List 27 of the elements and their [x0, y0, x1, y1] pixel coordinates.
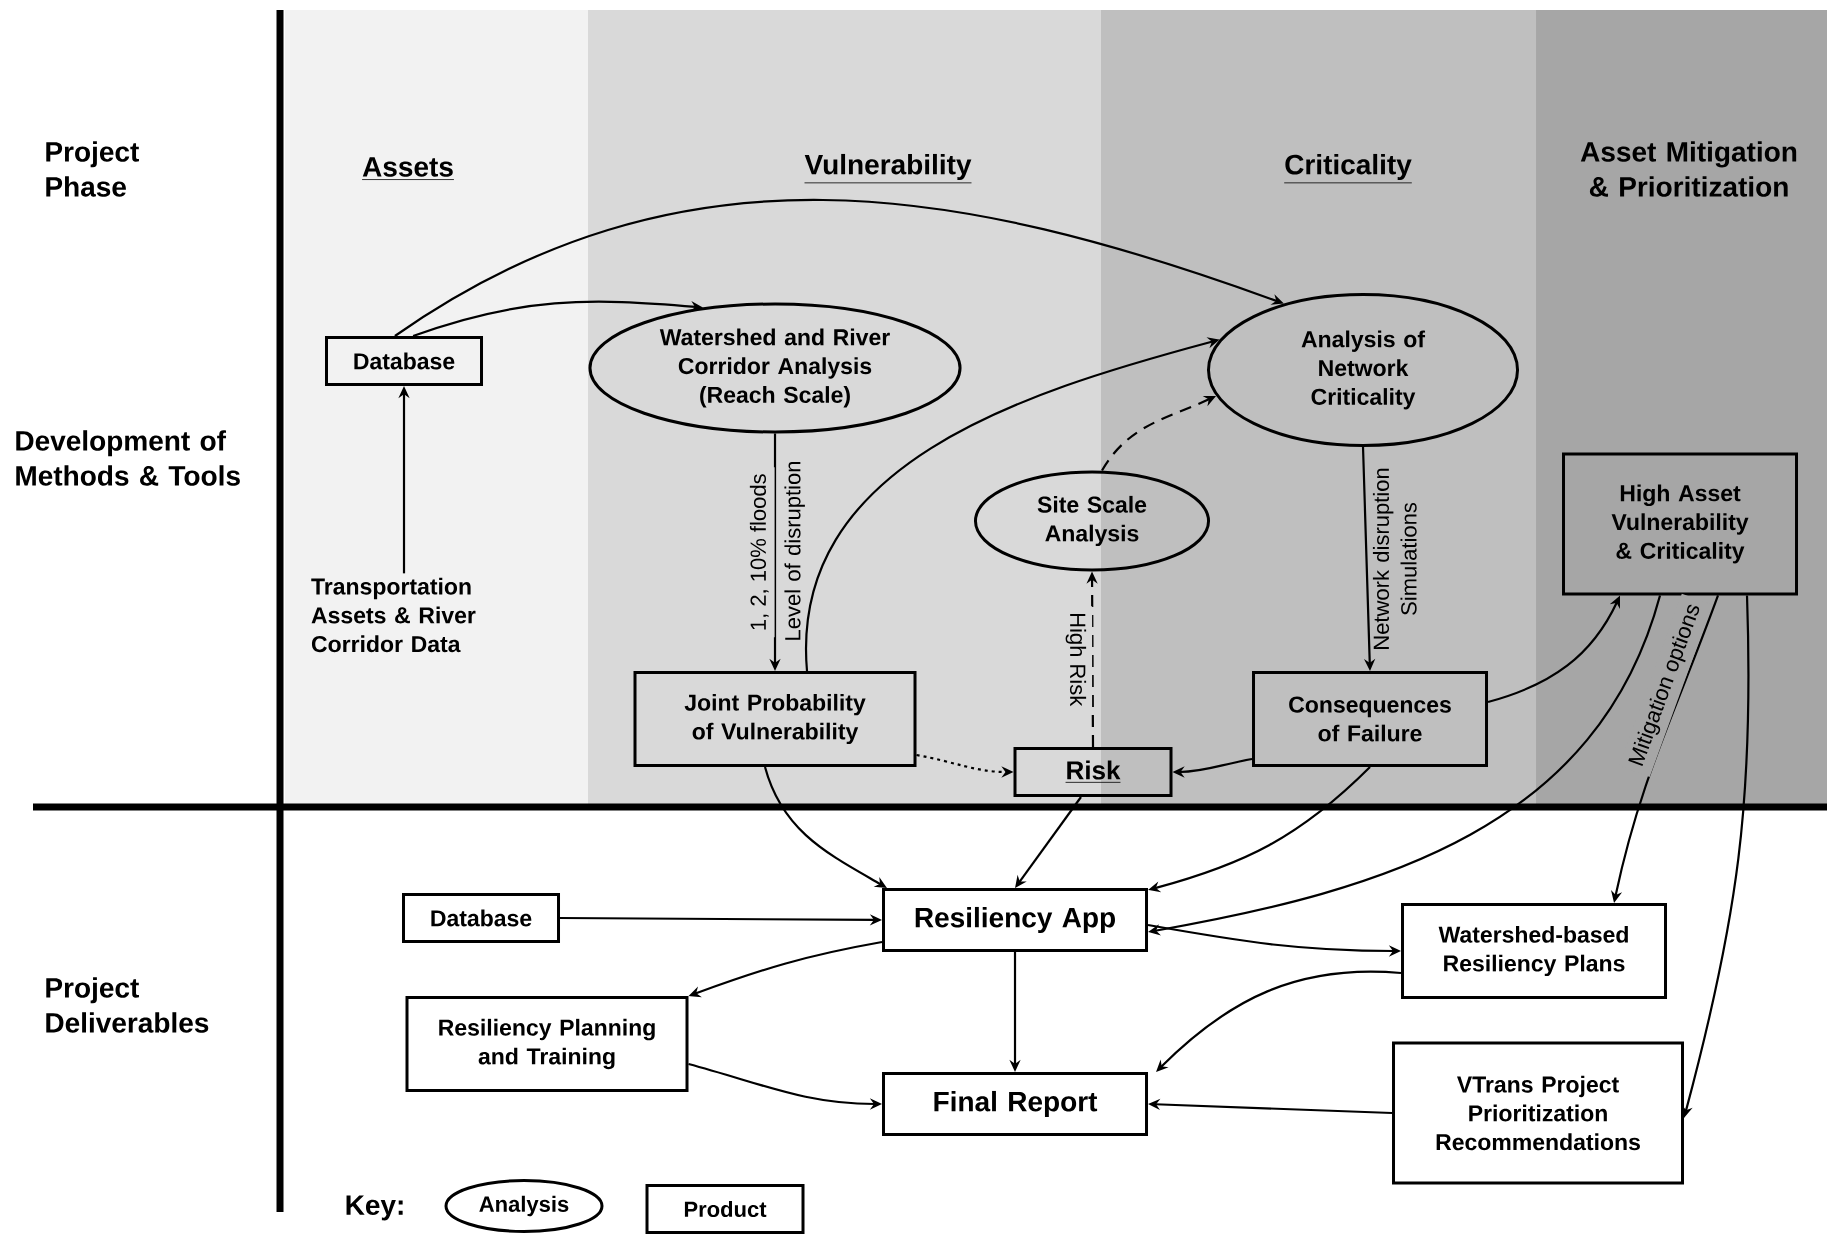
annotation-text: Level of disruption — [784, 462, 805, 640]
process-box: Watershed-based Resiliency Plans — [1401, 903, 1667, 999]
edge-label: High Risk — [1059, 606, 1093, 713]
row-heading: Project Deliverables — [46, 977, 209, 1033]
edge-label: Network disruption Simulations — [1372, 468, 1417, 649]
process-box: High Asset Vulnerability & Criticality — [1562, 452, 1798, 596]
edge-label: 1, 2, 10% floods — [743, 467, 775, 638]
row-heading: Development of Methods & Tools — [16, 430, 240, 486]
process-box: Resiliency Planning and Training — [405, 996, 689, 1092]
process-box: Joint Probability of Vulnerability — [633, 671, 917, 767]
process-box: Risk — [1013, 747, 1173, 797]
phase-heading: Project Phase — [46, 141, 139, 197]
source-text: Transportation Assets & River Corridor Data — [311, 577, 476, 653]
process-box: Database — [325, 336, 483, 386]
process-box: VTrans Project Prioritization Recommendations — [1392, 1041, 1684, 1185]
arrow — [1015, 796, 1082, 888]
phase-heading: Criticality — [1283, 153, 1413, 184]
phase-heading: Asset Mitigation & Prioritization — [1580, 141, 1797, 197]
process-box: Consequences of Failure — [1252, 671, 1488, 767]
process-box: Resiliency App — [882, 888, 1148, 952]
process-box: Final Report — [882, 1072, 1148, 1136]
process-box: Database — [402, 893, 560, 943]
key-box: Product — [645, 1184, 805, 1234]
phase-heading: Assets — [361, 157, 455, 180]
arrow — [1156, 970, 1402, 1072]
phase-heading: Vulnerability — [804, 153, 972, 184]
key-label: Key: — [346, 1195, 403, 1221]
